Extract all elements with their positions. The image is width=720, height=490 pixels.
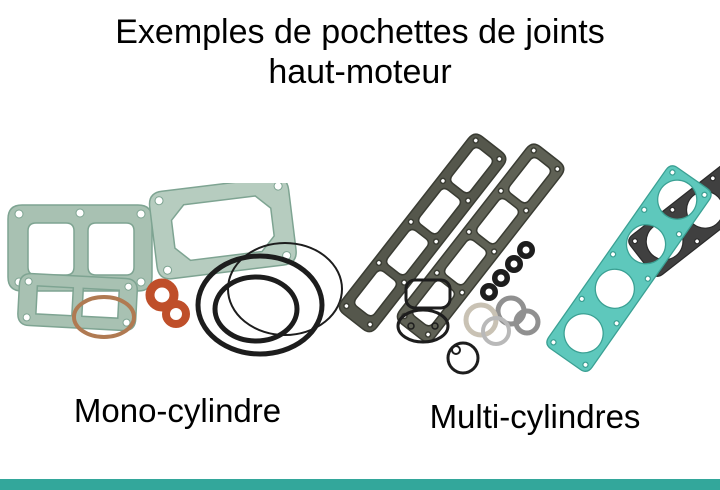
oval-gasket: [396, 308, 450, 344]
metal-rings-grey: [495, 295, 541, 336]
paper-rings: [463, 302, 511, 346]
label-mono-cylindre: Mono-cylindre: [73, 392, 282, 429]
page-title: Exemples de pochettes de joints haut-mot…: [0, 12, 720, 92]
bottom-accent-bar: [0, 479, 720, 490]
copper-ring-gasket: [72, 295, 136, 339]
cylinder-base-gasket-2: [148, 183, 297, 280]
o-rings-black: [195, 242, 343, 357]
page-title-line1: Exemples de pochettes de joints: [115, 13, 605, 51]
exhaust-gasket-rings-orange: [145, 278, 190, 328]
label-multi-cylindres: Multi-cylindres: [429, 398, 641, 435]
multi-cylinder-gasket-set-photo: [335, 112, 720, 375]
valve-cover-gasket-2: [393, 139, 568, 346]
valve-stem-seals: [480, 241, 535, 301]
small-rect-gasket: [404, 278, 452, 310]
page-title-line2: haut-moteur: [268, 53, 452, 92]
cylinder-base-gasket-3: [17, 272, 138, 332]
mono-cylinder-gasket-set-photo: [7, 183, 343, 357]
round-port-gasket: [446, 341, 480, 375]
